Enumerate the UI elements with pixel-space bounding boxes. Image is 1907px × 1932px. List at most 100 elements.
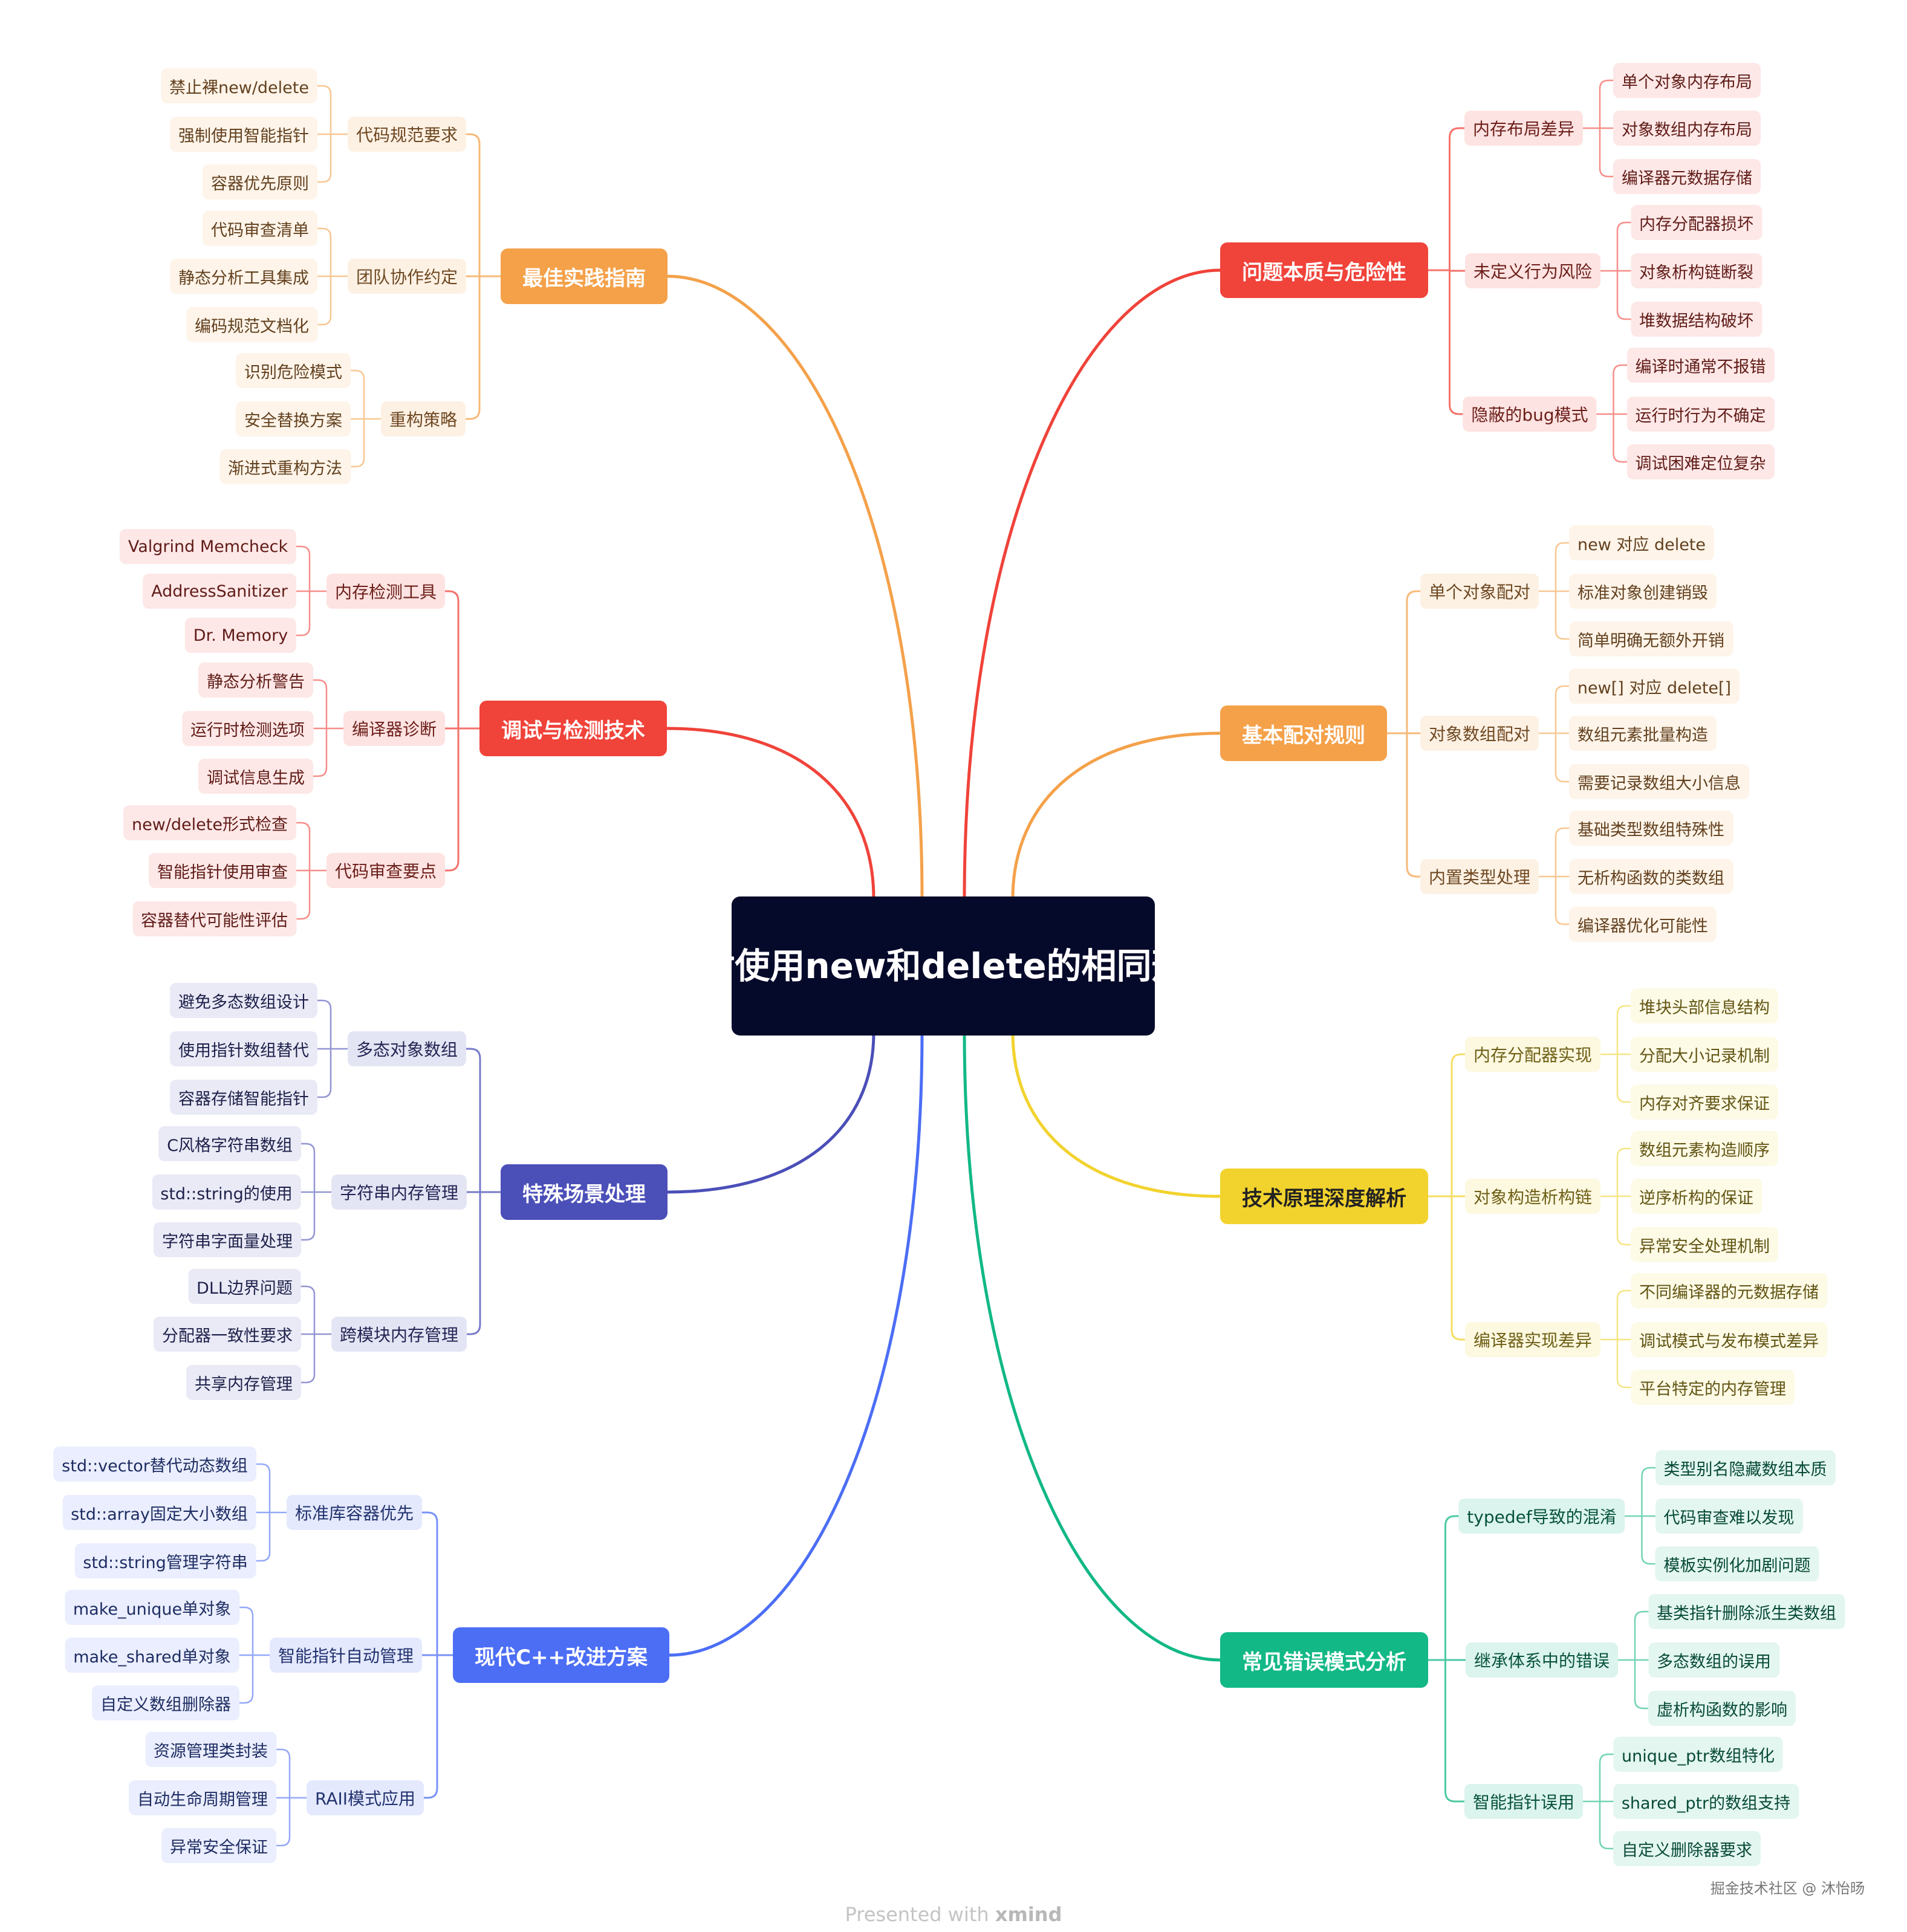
leaf-b2-1-2[interactable]: 标准对象创建销毁 — [1569, 574, 1717, 609]
subtopic-b6-1[interactable]: 内存检测工具 — [326, 574, 446, 609]
leaf-b6-3-1[interactable]: new/delete形式检查 — [123, 805, 296, 840]
leaf-b6-3-3[interactable]: 容器替代可能性评估 — [132, 901, 296, 936]
subtopic-b7-1[interactable]: 多态对象数组 — [347, 1031, 467, 1066]
subtopic-b4-2[interactable]: 继承体系中的错误 — [1465, 1642, 1619, 1678]
leaf-b2-3-2[interactable]: 无析构函数的类数组 — [1569, 859, 1733, 894]
leaf-b7-3-1[interactable]: DLL边界问题 — [188, 1269, 301, 1304]
subtopic-b2-2[interactable]: 对象数组配对 — [1420, 716, 1539, 751]
subtopic-b8-3[interactable]: RAII模式应用 — [307, 1780, 424, 1815]
subtopic-b4-3[interactable]: 智能指针误用 — [1464, 1784, 1584, 1819]
branch-b4[interactable]: 常见错误模式分析 — [1220, 1632, 1428, 1688]
leaf-b5-2-2[interactable]: 静态分析工具集成 — [170, 259, 317, 294]
leaf-b1-3-2[interactable]: 运行时行为不确定 — [1626, 397, 1775, 432]
subtopic-b2-3[interactable]: 内置类型处理 — [1420, 859, 1539, 894]
subtopic-b5-1[interactable]: 代码规范要求 — [347, 117, 467, 152]
leaf-b6-1-2[interactable]: AddressSanitizer — [143, 574, 296, 609]
leaf-b3-1-1[interactable]: 堆块头部信息结构 — [1631, 988, 1778, 1023]
subtopic-b3-3[interactable]: 编译器实现差异 — [1464, 1322, 1601, 1357]
leaf-b6-3-2[interactable]: 智能指针使用审查 — [149, 853, 296, 888]
leaf-b2-2-2[interactable]: 数组元素批量构造 — [1569, 716, 1717, 751]
subtopic-b3-2[interactable]: 对象构造析构链 — [1464, 1179, 1601, 1214]
leaf-b1-1-3[interactable]: 编译器元数据存储 — [1613, 159, 1761, 194]
subtopic-b7-3[interactable]: 跨模块内存管理 — [331, 1317, 467, 1352]
leaf-b4-2-1[interactable]: 基类指针删除派生类数组 — [1648, 1594, 1845, 1629]
subtopic-b7-2[interactable]: 字符串内存管理 — [331, 1175, 467, 1210]
leaf-b2-3-3[interactable]: 编译器优化可能性 — [1569, 907, 1717, 942]
leaf-b4-1-2[interactable]: 代码审查难以发现 — [1655, 1499, 1803, 1534]
leaf-b7-2-1[interactable]: C风格字符串数组 — [158, 1126, 301, 1161]
leaf-b7-2-3[interactable]: 字符串字面量处理 — [154, 1222, 301, 1257]
leaf-b2-3-1[interactable]: 基础类型数组特殊性 — [1569, 811, 1733, 846]
leaf-b3-1-2[interactable]: 分配大小记录机制 — [1631, 1037, 1778, 1072]
leaf-b8-2-2[interactable]: make_shared单对象 — [65, 1638, 239, 1673]
subtopic-b4-1[interactable]: typedef导致的混淆 — [1458, 1499, 1625, 1534]
subtopic-b8-2[interactable]: 智能指针自动管理 — [269, 1638, 423, 1673]
subtopic-b2-1[interactable]: 单个对象配对 — [1420, 574, 1539, 609]
subtopic-b6-2[interactable]: 编译器诊断 — [343, 711, 446, 746]
leaf-b2-2-1[interactable]: new[] 对应 delete[] — [1568, 669, 1740, 704]
branch-b3[interactable]: 技术原理深度解析 — [1220, 1169, 1428, 1224]
leaf-b4-3-2[interactable]: shared_ptr的数组支持 — [1613, 1784, 1799, 1819]
branch-b7[interactable]: 特殊场景处理 — [501, 1164, 668, 1220]
subtopic-b6-3[interactable]: 代码审查要点 — [326, 853, 446, 888]
subtopic-b1-2[interactable]: 未定义行为风险 — [1464, 253, 1601, 288]
leaf-b1-2-2[interactable]: 对象析构链断裂 — [1631, 253, 1762, 288]
leaf-b1-3-3[interactable]: 调试困难定位复杂 — [1626, 444, 1775, 479]
subtopic-b8-1[interactable]: 标准库容器优先 — [286, 1495, 423, 1530]
leaf-b1-3-1[interactable]: 编译时通常不报错 — [1626, 348, 1775, 383]
leaf-b7-1-1[interactable]: 避免多态数组设计 — [170, 983, 317, 1018]
leaf-b1-1-1[interactable]: 单个对象内存布局 — [1613, 63, 1761, 98]
leaf-b3-2-3[interactable]: 异常安全处理机制 — [1631, 1227, 1778, 1262]
leaf-b5-3-1[interactable]: 识别危险模式 — [236, 353, 351, 388]
leaf-b2-1-3[interactable]: 简单明确无额外开销 — [1569, 621, 1733, 656]
leaf-b4-1-1[interactable]: 类型别名隐藏数组本质 — [1655, 1450, 1836, 1485]
subtopic-b3-1[interactable]: 内存分配器实现 — [1464, 1037, 1601, 1072]
leaf-b7-1-3[interactable]: 容器存储智能指针 — [170, 1080, 317, 1115]
leaf-b6-1-3[interactable]: Dr. Memory — [184, 618, 297, 653]
leaf-b8-3-2[interactable]: 自动生命周期管理 — [129, 1780, 276, 1815]
subtopic-b5-3[interactable]: 重构策略 — [380, 401, 466, 436]
leaf-b6-1-1[interactable]: Valgrind Memcheck — [119, 529, 297, 564]
leaf-b3-3-3[interactable]: 平台特定的内存管理 — [1631, 1370, 1795, 1405]
subtopic-b1-1[interactable]: 内存布局差异 — [1464, 111, 1584, 146]
leaf-b5-2-3[interactable]: 编码规范文档化 — [186, 307, 317, 342]
leaf-b5-1-2[interactable]: 强制使用智能指针 — [170, 117, 317, 152]
leaf-b5-3-3[interactable]: 渐进式重构方法 — [219, 449, 351, 484]
leaf-b5-1-3[interactable]: 容器优先原则 — [203, 164, 317, 199]
leaf-b6-2-3[interactable]: 调试信息生成 — [198, 759, 313, 794]
leaf-b5-1-1[interactable]: 禁止裸new/delete — [161, 68, 317, 103]
leaf-b1-2-3[interactable]: 堆数据结构破坏 — [1631, 302, 1762, 337]
leaf-b8-3-3[interactable]: 异常安全保证 — [161, 1828, 276, 1863]
leaf-b6-2-1[interactable]: 静态分析警告 — [198, 663, 313, 698]
leaf-b1-1-2[interactable]: 对象数组内存布局 — [1613, 111, 1761, 146]
branch-b8[interactable]: 现代C++改进方案 — [453, 1627, 669, 1683]
leaf-b7-1-2[interactable]: 使用指针数组替代 — [170, 1031, 317, 1066]
subtopic-b1-3[interactable]: 隐蔽的bug模式 — [1463, 397, 1597, 432]
leaf-b3-3-2[interactable]: 调试模式与发布模式差异 — [1631, 1322, 1827, 1357]
branch-b1[interactable]: 问题本质与危险性 — [1220, 242, 1428, 298]
leaf-b8-3-1[interactable]: 资源管理类封装 — [145, 1732, 276, 1767]
leaf-b8-1-2[interactable]: std::array固定大小数组 — [62, 1495, 256, 1530]
branch-b5[interactable]: 最佳实践指南 — [501, 248, 668, 304]
leaf-b4-1-3[interactable]: 模板实例化加剧问题 — [1655, 1546, 1819, 1581]
leaf-b5-3-2[interactable]: 安全替换方案 — [236, 401, 351, 436]
leaf-b3-2-1[interactable]: 数组元素构造顺序 — [1631, 1131, 1778, 1166]
leaf-b5-2-1[interactable]: 代码审查清单 — [203, 211, 317, 246]
leaf-b3-1-3[interactable]: 内存对齐要求保证 — [1631, 1084, 1778, 1120]
leaf-b1-2-1[interactable]: 内存分配器损坏 — [1631, 205, 1762, 240]
leaf-b7-3-2[interactable]: 分配器一致性要求 — [154, 1317, 301, 1352]
leaf-b8-1-3[interactable]: std::string管理字符串 — [74, 1543, 256, 1578]
leaf-b6-2-2[interactable]: 运行时检测选项 — [182, 711, 313, 746]
leaf-b8-1-1[interactable]: std::vector替代动态数组 — [53, 1447, 256, 1482]
leaf-b8-2-1[interactable]: make_unique单对象 — [64, 1590, 240, 1625]
leaf-b4-2-3[interactable]: 虚析构函数的影响 — [1648, 1691, 1796, 1726]
leaf-b2-1-1[interactable]: new 对应 delete — [1568, 525, 1715, 560]
leaf-b4-3-1[interactable]: unique_ptr数组特化 — [1613, 1737, 1783, 1772]
leaf-b3-2-2[interactable]: 逆序析构的保证 — [1631, 1179, 1762, 1214]
subtopic-b5-2[interactable]: 团队协作约定 — [347, 259, 467, 294]
leaf-b4-3-3[interactable]: 自定义删除器要求 — [1613, 1831, 1761, 1866]
leaf-b7-3-3[interactable]: 共享内存管理 — [186, 1365, 301, 1400]
branch-b2[interactable]: 基本配对规则 — [1220, 705, 1387, 761]
leaf-b8-2-3[interactable]: 自定义数组删除器 — [92, 1685, 239, 1720]
